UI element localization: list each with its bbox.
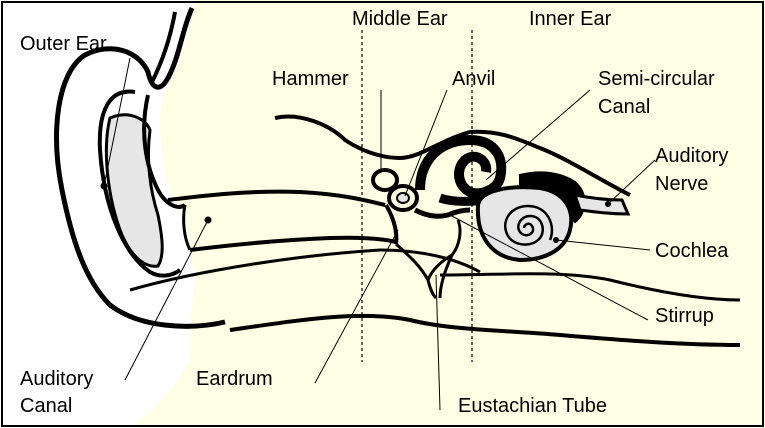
label-semicircular-canal-2: Canal [598,96,650,119]
label-auditory-canal-1: Auditory [20,368,93,391]
outside-region [0,0,196,428]
label-inner-ear: Inner Ear [529,8,611,31]
cochlea-body [478,187,571,260]
label-semicircular-canal-1: Semi-circular [598,68,715,91]
label-middle-ear: Middle Ear [352,8,448,31]
anvil-center [397,193,409,203]
label-hammer: Hammer [272,68,349,91]
label-auditory-nerve-2: Nerve [655,173,708,196]
label-eardrum: Eardrum [196,368,273,391]
label-auditory-canal-2: Canal [20,395,72,418]
label-stirrup: Stirrup [655,305,714,328]
label-cochlea: Cochlea [655,240,728,263]
label-outer-ear: Outer Ear [20,33,107,56]
label-anvil: Anvil [452,68,495,91]
label-auditory-nerve-1: Auditory [655,145,728,168]
label-eustachian-tube: Eustachian Tube [458,395,607,418]
